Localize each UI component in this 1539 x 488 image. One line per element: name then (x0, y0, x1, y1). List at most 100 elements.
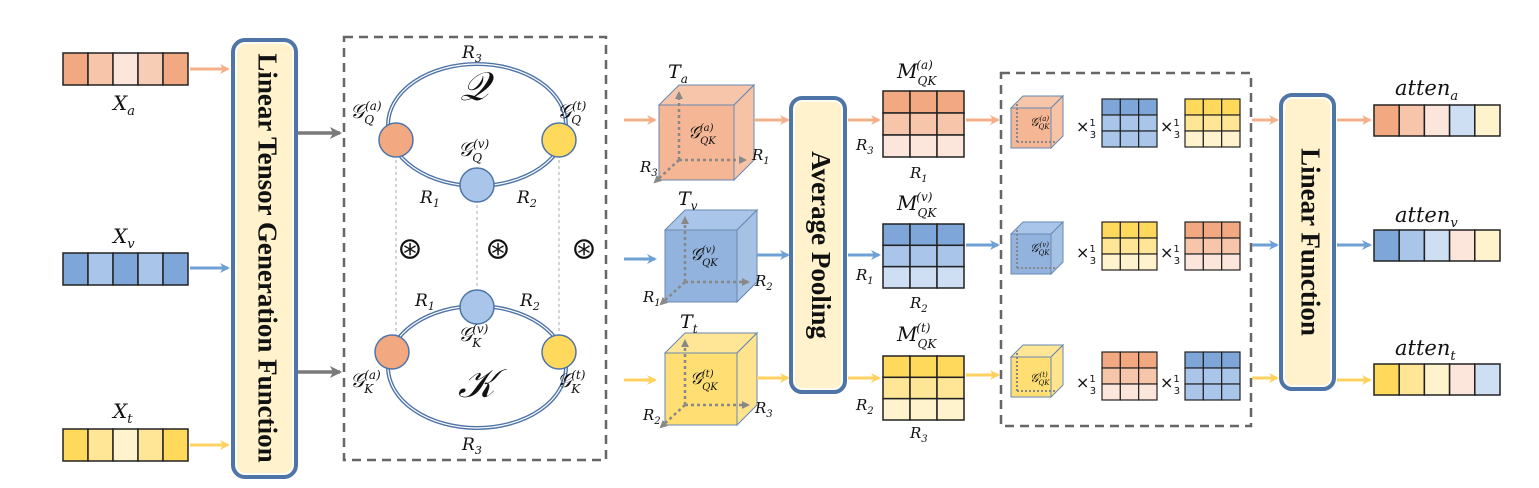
mini-matrix-cell (1202, 221, 1223, 239)
vector-cell (112, 252, 139, 286)
cube-tt (659, 331, 759, 429)
vector-cell (112, 428, 139, 462)
q-core-t-node (541, 122, 577, 158)
mini-matrix-cell (1202, 237, 1223, 255)
mini-matrix-cell (1184, 383, 1204, 401)
k-core-v-node (459, 289, 495, 325)
matrix-cell (882, 397, 911, 421)
matrix-cell (936, 265, 965, 289)
mini-matrix-cell (1138, 383, 1158, 401)
k-r1-label: R1 (414, 291, 435, 313)
vector-cell (1398, 229, 1426, 262)
cube-t-labels: Tt 𝒢QK(t) R2 R3 (642, 311, 773, 427)
svg-text:×13: ×13 (1076, 243, 1096, 267)
mini-matrix-cell (1138, 351, 1158, 369)
matrix-cell (909, 355, 938, 379)
output-label-atten-a: attena (1395, 76, 1458, 104)
vector-cell (1474, 363, 1501, 396)
mini-matrix-cell (1138, 367, 1158, 385)
vector-cell (112, 52, 139, 86)
matrix-cell (936, 134, 965, 158)
mini-matrix-cell (1202, 130, 1223, 148)
input-vector-xt: Xt (62, 399, 189, 462)
svg-text:R1: R1 (909, 164, 928, 185)
mini-matrix-cell (1184, 351, 1204, 369)
mini-matrix-cell (1101, 253, 1121, 271)
vector-cell (1474, 229, 1501, 262)
vector-cell (1448, 104, 1476, 137)
mini-matrix-cell (1202, 383, 1223, 401)
svg-text:R3: R3 (909, 424, 928, 445)
vector-cell (162, 428, 189, 462)
vector-cell (62, 52, 89, 86)
mini-matrix-cell (1119, 221, 1140, 239)
mini-cube-side (1050, 94, 1064, 150)
vector-cell (1373, 363, 1400, 396)
mini-matrix-cell (1184, 253, 1204, 271)
svg-text:R2: R2 (909, 294, 928, 315)
matrix-t-labels: MQK(t) R2 R3 (855, 321, 937, 445)
output-vector-atten-t: attent (1373, 336, 1501, 396)
vector-cell (137, 252, 164, 286)
mini-matrix-cell (1138, 114, 1158, 132)
vector-cell (1448, 229, 1476, 262)
mini-matrix-cell (1202, 114, 1223, 132)
mini-matrix-cell (1221, 98, 1241, 116)
matrix-mt (882, 355, 965, 421)
vector-cell (87, 252, 114, 286)
vector-cell (1423, 363, 1451, 396)
vector-cell (1373, 104, 1400, 137)
matrix-cell (936, 90, 965, 114)
output-label-atten-t: attent (1395, 336, 1456, 364)
k-core-a-node (374, 334, 410, 370)
svg-text:R2: R2 (855, 396, 874, 417)
cube-a-labels: Ta 𝒢QK(a) R3 R1 (639, 61, 770, 179)
q-core-t-label: 𝒢Q(t) (557, 99, 587, 127)
mini-matrix-cell (1101, 367, 1121, 385)
matrix-cell (909, 244, 938, 268)
matrix-cell (882, 376, 911, 400)
mini-matrix-cell (1101, 383, 1121, 401)
mini-matrix-cell (1184, 221, 1204, 239)
linear-function-label: Linear Function (1295, 148, 1325, 336)
matrix-cell (909, 223, 938, 247)
mini-cube-side (1050, 220, 1064, 276)
mini-matrix-cell (1138, 221, 1158, 239)
vector-cell (1423, 229, 1451, 262)
vector-cell (87, 428, 114, 462)
matrix-ma (882, 90, 965, 158)
mini-matrix-cell (1138, 130, 1158, 148)
input-vector-xv: Xv (62, 224, 189, 286)
svg-text:×13: ×13 (1160, 117, 1180, 141)
svg-text:𝒢QK(a): 𝒢QK(a) (1030, 115, 1050, 131)
output-vector-atten-a: attena (1373, 76, 1501, 137)
q-symbol: 𝒬 (460, 64, 495, 110)
svg-text:R1: R1 (751, 146, 770, 167)
matrix-cell (882, 223, 911, 247)
mini-matrix-cell (1138, 253, 1158, 271)
average-pooling-box: Average Pooling (789, 96, 847, 394)
matrix-cell (936, 223, 965, 247)
vector-cell (1398, 104, 1426, 137)
matrix-cell (936, 355, 965, 379)
mini-matrix-cell (1221, 253, 1241, 271)
mini-matrix-cell (1101, 98, 1121, 116)
mini-matrix-cell (1202, 98, 1223, 116)
k-core-t-label: 𝒢K(t) (557, 368, 586, 396)
matrix-cell (936, 376, 965, 400)
k-r3-label: R3 (461, 435, 482, 457)
matrix-a-labels: MQK(a) R3 R1 (855, 58, 937, 185)
mini-matrix-t2 (1184, 351, 1241, 401)
matrix-cell (909, 90, 938, 114)
svg-text:R1: R1 (642, 288, 661, 309)
matrix-cell (882, 355, 911, 379)
input-label-xa: Xa (111, 91, 135, 119)
q-core-a-label: 𝒢Q(a) (350, 99, 382, 127)
cube-front-face (664, 229, 738, 303)
matrix-cell (936, 397, 965, 421)
mini-matrix-cell (1221, 221, 1241, 239)
mini-matrix-cell (1221, 367, 1241, 385)
svg-text:R3: R3 (639, 158, 658, 179)
